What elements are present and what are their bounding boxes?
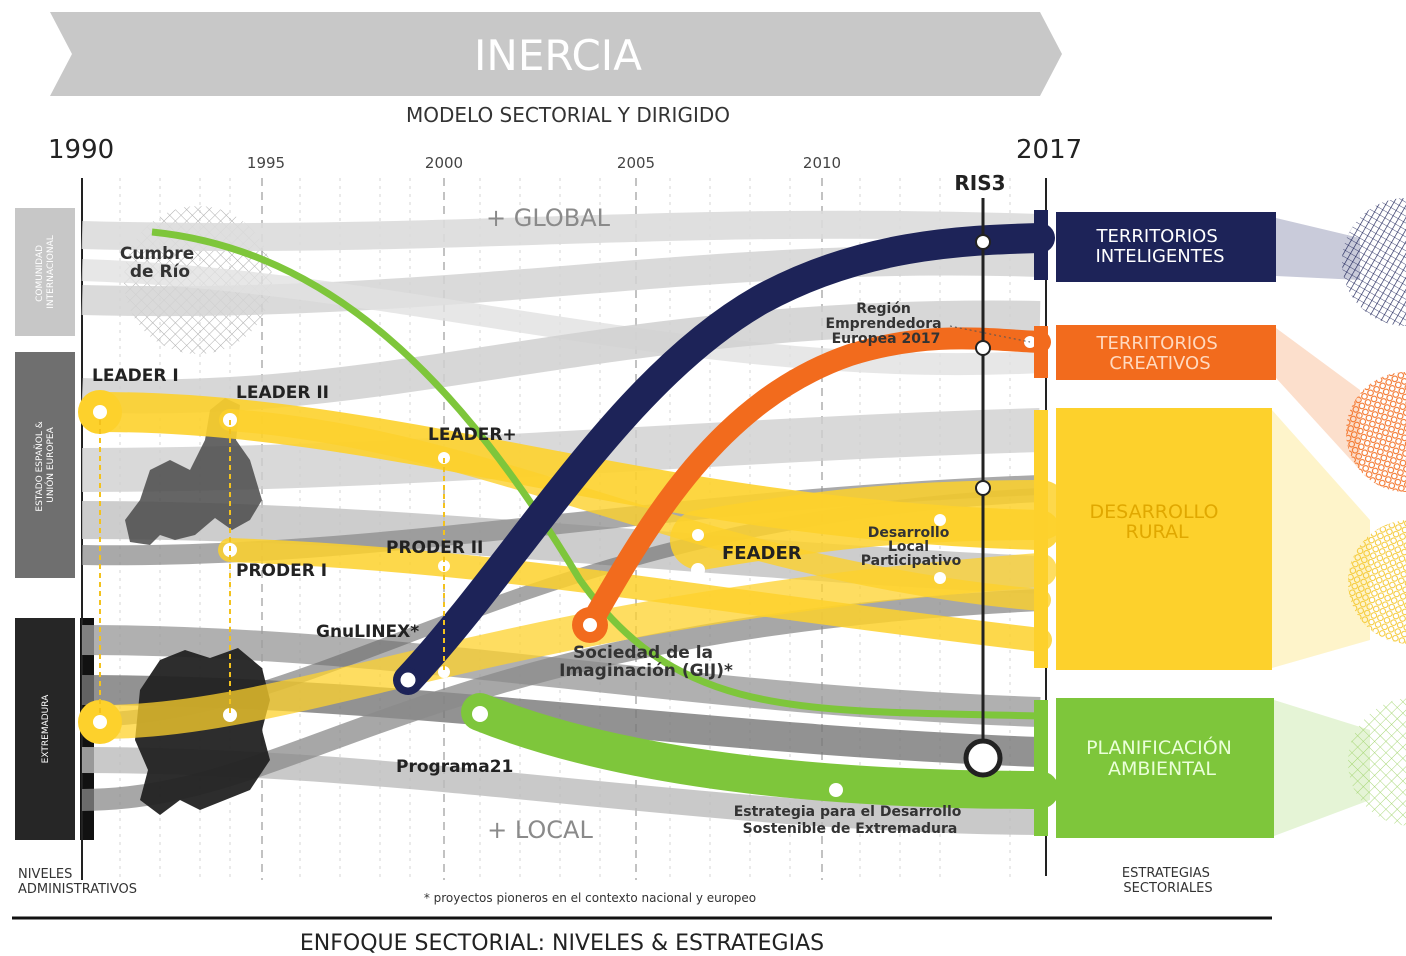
label-dlp: Desarrollo Local Participativo bbox=[861, 525, 962, 569]
levels-axis-label: NIVELES ADMINISTRATIVOS bbox=[18, 867, 137, 897]
label-feader: FEADER bbox=[722, 543, 802, 564]
endcap-orange bbox=[1034, 326, 1048, 378]
globe-green-icon bbox=[1348, 698, 1406, 826]
navy-flow bbox=[393, 223, 1055, 695]
dot-ris3-green bbox=[963, 738, 1003, 778]
level-label-state-eu: ESTADO ESPAÑOL & UNIÓN EUROPEA bbox=[34, 418, 56, 511]
inercia-banner bbox=[50, 12, 1062, 96]
tick-2000: 2000 bbox=[425, 154, 463, 172]
fade-green bbox=[1274, 700, 1370, 836]
dot-estrategia bbox=[829, 783, 843, 797]
global-label: + GLOBAL bbox=[486, 204, 611, 232]
strategy-box-creative bbox=[1056, 325, 1276, 380]
tick-1995: 1995 bbox=[247, 154, 285, 172]
endcap-navy bbox=[1034, 210, 1048, 280]
dot-dlp-2 bbox=[934, 572, 946, 584]
dot-gnulinex bbox=[438, 666, 450, 678]
tick-2010: 2010 bbox=[803, 154, 841, 172]
dot-ris3-navy bbox=[975, 234, 991, 250]
yellow-dlp bbox=[670, 480, 1070, 570]
fade-orange bbox=[1276, 328, 1360, 470]
footer-title: ENFOQUE SECTORIAL: NIVELES & ESTRATEGIAS bbox=[300, 931, 824, 956]
ris3-label: RIS3 bbox=[954, 171, 1005, 195]
endcap-yellow bbox=[1034, 410, 1048, 668]
label-leaderplus: LEADER+ bbox=[428, 425, 517, 445]
globe-navy-icon bbox=[1342, 198, 1406, 326]
dot-feader-top bbox=[692, 529, 704, 541]
extremadura-map-icon bbox=[135, 648, 270, 815]
level-block-international bbox=[15, 208, 75, 336]
strategy-label-environmental: PLANIFICACIÓN AMBIENTAL bbox=[1086, 735, 1238, 780]
footnote: * proyectos pioneros en el contexto naci… bbox=[424, 891, 756, 905]
dot-navy-start bbox=[395, 667, 421, 693]
label-cumbre: Cumbre de Río bbox=[120, 244, 200, 282]
end-year: 2017 bbox=[1016, 135, 1082, 165]
strategy-label-creative: TERRITORIOS CREATIVOS bbox=[1096, 333, 1224, 374]
dot-extr bbox=[93, 715, 107, 729]
label-proder1: PRODER I bbox=[236, 561, 327, 581]
fade-navy bbox=[1276, 218, 1360, 280]
strategy-box-intelligent bbox=[1056, 212, 1276, 282]
label-proder2: PRODER II bbox=[386, 538, 483, 558]
dot-ris3-yellow bbox=[975, 480, 991, 496]
level-block-extremadura bbox=[15, 618, 75, 840]
start-year: 1990 bbox=[48, 135, 114, 165]
strategy-box-environmental bbox=[1056, 698, 1274, 838]
globe-yellow-icon bbox=[1348, 520, 1406, 644]
dot-extr-2 bbox=[223, 708, 237, 722]
band-intl-1 bbox=[81, 210, 1041, 252]
model-subtitle: MODELO SECTORIAL Y DIRIGIDO bbox=[406, 103, 730, 127]
strategies-axis-label: ESTRATEGIAS SECTORIALES bbox=[1122, 866, 1214, 896]
label-leader1: LEADER I bbox=[92, 366, 179, 386]
endcap-green bbox=[1034, 700, 1048, 836]
tick-2005: 2005 bbox=[617, 154, 655, 172]
dot-dlp-1 bbox=[934, 514, 946, 526]
dot-leader1 bbox=[93, 405, 107, 419]
region-leader-line bbox=[949, 325, 1031, 343]
green-programa21-flow bbox=[461, 693, 1059, 809]
fade-yellow bbox=[1272, 410, 1370, 668]
label-region: Región Emprendedora Europea 2017 bbox=[826, 301, 947, 347]
banner-title: INERCIA bbox=[474, 31, 642, 80]
level-label-international: COMUNIDAD INTERNACIONAL bbox=[35, 235, 56, 308]
label-programa21: Programa21 bbox=[396, 757, 513, 777]
label-estrategia: Estrategia para el Desarrollo Sostenible… bbox=[734, 804, 967, 837]
milestone-dots bbox=[93, 234, 1036, 797]
dot-ris3-orange bbox=[975, 340, 991, 356]
dot-programa21 bbox=[472, 706, 488, 722]
strategy-label-intelligent: TERRITORIOS INTELIGENTES bbox=[1095, 226, 1224, 267]
green-cumbre-flow bbox=[151, 228, 1041, 720]
dot-feader bbox=[691, 563, 705, 577]
globe-orange-icon bbox=[1346, 372, 1406, 492]
band-state-1 bbox=[81, 300, 1041, 414]
orange-flow bbox=[579, 327, 1051, 636]
dot-orange-start bbox=[583, 618, 597, 632]
band-intl-3 bbox=[81, 259, 1041, 376]
label-leader2: LEADER II bbox=[236, 383, 329, 403]
level-block-state-eu bbox=[15, 352, 75, 578]
strategy-label-rural: DESARROLLO RURAL bbox=[1090, 501, 1225, 543]
label-gij: Sociedad de la Imaginación (GIJ)* bbox=[559, 643, 733, 681]
strategy-box-rural bbox=[1056, 408, 1272, 670]
local-label: + LOCAL bbox=[487, 816, 593, 844]
level-label-extremadura: EXTREMADURA bbox=[41, 694, 51, 763]
label-gnulinex: GnuLINEX* bbox=[316, 622, 419, 642]
